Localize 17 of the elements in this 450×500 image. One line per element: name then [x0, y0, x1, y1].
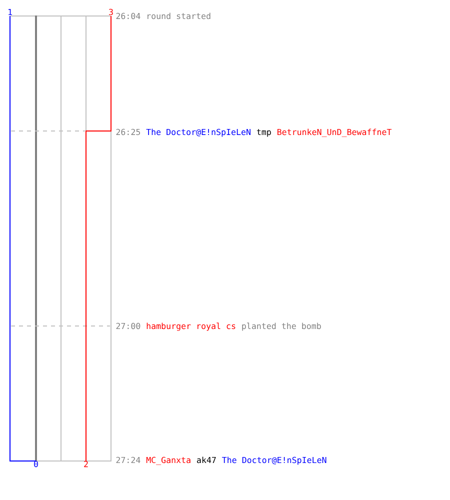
- player-name: BetrunkeN_UnD_BewaffneT: [278, 128, 392, 137]
- count-number: 1: [8, 8, 12, 16]
- weapon-name: tmp: [256, 129, 271, 137]
- timestamp: 26:25: [116, 128, 140, 136]
- weapon-name: ak47: [197, 456, 216, 464]
- event-text: planted the bomb: [242, 322, 321, 331]
- timestamp: 27:24: [116, 456, 140, 463]
- timestamp: 27:00: [116, 322, 140, 330]
- player-name: The Doctor@E!nSpIeLeN: [146, 128, 250, 137]
- count-number: 2: [84, 460, 88, 468]
- timestamp: 26:04: [116, 12, 140, 20]
- player-name: MC_Ganxta: [146, 456, 190, 465]
- player-name: hamburger royal cs: [146, 322, 236, 331]
- count-number: 3: [109, 8, 113, 16]
- count-number: 0: [34, 460, 38, 468]
- event-text: round started: [148, 12, 210, 20]
- player-name: The Doctor@E!nSpIeLeN: [222, 456, 326, 465]
